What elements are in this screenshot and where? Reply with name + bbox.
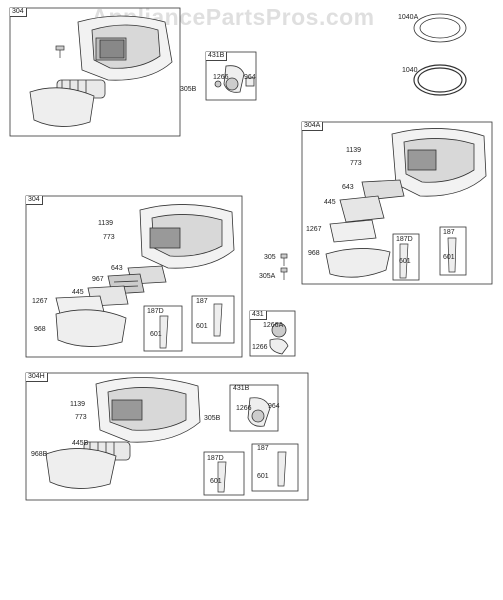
gasket-1040A — [413, 13, 467, 43]
label-1267-304: 1267 — [32, 298, 48, 305]
group-304A-frame — [301, 121, 493, 285]
tag-304: 304 — [26, 196, 43, 205]
label-967-304: 967 — [92, 276, 104, 283]
label-187-304H: 187 — [257, 445, 269, 452]
label-1040: 1040 — [402, 67, 418, 74]
label-1139-304H: 1139 — [70, 401, 86, 408]
label-445B-304H: 445B — [72, 440, 89, 447]
blower-housing-304G — [77, 15, 173, 81]
gasket-1267-304A — [329, 219, 377, 243]
label-187D-304: 187D — [147, 308, 164, 315]
tube-187D-304A — [399, 243, 409, 279]
filter-445-304A — [339, 195, 385, 223]
tube-187-304A — [447, 237, 457, 273]
group-304H-187-frame — [251, 443, 299, 492]
group-304H-431B-frame — [229, 384, 279, 432]
label-305: 305 — [264, 254, 276, 261]
label-601-187D-304A: 601 — [399, 258, 411, 265]
label-305B-304H: 305B — [204, 415, 221, 422]
label-964-top: 964 — [244, 74, 256, 81]
blower-housing-304A — [391, 128, 487, 197]
label-445-304: 445 — [72, 289, 84, 296]
group-304G-frame — [9, 7, 181, 137]
elbow-431B-304H — [247, 397, 271, 427]
cover-968-304A — [325, 248, 391, 278]
elbow-431B-top — [214, 65, 255, 93]
label-773-304: 773 — [103, 234, 115, 241]
label-773-304A: 773 — [350, 160, 362, 167]
label-1139-304A: 1139 — [346, 147, 362, 154]
group-304A-187-frame — [439, 226, 467, 276]
tube-187-304H — [277, 451, 287, 487]
label-1266A: 1266A — [263, 322, 284, 329]
cover-968B-304H — [45, 448, 117, 489]
tag-431: 431 — [250, 311, 267, 320]
label-187-304: 187 — [196, 298, 208, 305]
label-187D-304A: 187D — [396, 236, 413, 243]
label-1040A: 1040A — [398, 14, 419, 21]
tube-187D-304 — [159, 315, 169, 349]
elbow-431 — [269, 322, 289, 355]
blower-housing-304 — [139, 204, 235, 269]
cover-968B-top — [29, 87, 95, 127]
label-305A: 305A — [259, 273, 276, 280]
label-968-304A: 968 — [308, 250, 320, 257]
label-187D-304H: 187D — [207, 455, 224, 462]
label-643-304A: 643 — [342, 184, 354, 191]
group-304-frame — [25, 195, 243, 358]
group-431B-top-frame — [205, 51, 257, 101]
label-964-304H: 964 — [268, 403, 280, 410]
cover-968-304 — [55, 309, 127, 347]
label-1267-304A: 1267 — [306, 226, 322, 233]
label-968B-304H: 968B — [31, 451, 48, 458]
label-601-187-304H: 601 — [257, 473, 269, 480]
group-304H-frame — [25, 372, 309, 501]
tube-187-304 — [213, 303, 223, 337]
screw-305C — [55, 45, 65, 58]
label-1266-304H: 1266 — [236, 405, 252, 412]
group-304-187D-frame — [143, 305, 183, 352]
group-304H-187D-frame — [203, 451, 245, 496]
ring-1040 — [413, 64, 467, 96]
label-601-187D-304: 601 — [150, 331, 162, 338]
tag-304G: 304 — [10, 8, 27, 17]
label-305B-top: 305B — [180, 86, 197, 93]
label-773-304H: 773 — [75, 414, 87, 421]
label-187-304A: 187 — [443, 229, 455, 236]
label-601-187D-304H: 601 — [210, 478, 222, 485]
blower-housing-304H — [95, 377, 201, 443]
tag-304H: 304H — [26, 373, 48, 382]
label-968-304: 968 — [34, 326, 46, 333]
panel-643-304A — [361, 179, 405, 201]
label-1139-304: 1139 — [98, 220, 114, 227]
label-601-187-304A: 601 — [443, 254, 455, 261]
label-1266-431: 1266 — [252, 344, 268, 351]
label-601-187-304: 601 — [196, 323, 208, 330]
label-1266-top: 1266 — [213, 74, 229, 81]
tag-431B-top: 431B — [206, 52, 228, 61]
label-643-304: 643 — [111, 265, 123, 272]
tag-304A: 304A — [302, 122, 324, 131]
group-431-frame — [249, 310, 296, 357]
label-431B-304H: 431B — [233, 385, 250, 392]
group-304A-187D-frame — [392, 233, 420, 281]
label-445-304A: 445 — [324, 199, 336, 206]
group-304-187-frame — [191, 295, 235, 344]
screws-305-305A — [280, 253, 288, 280]
tube-187D-304H — [217, 461, 227, 493]
